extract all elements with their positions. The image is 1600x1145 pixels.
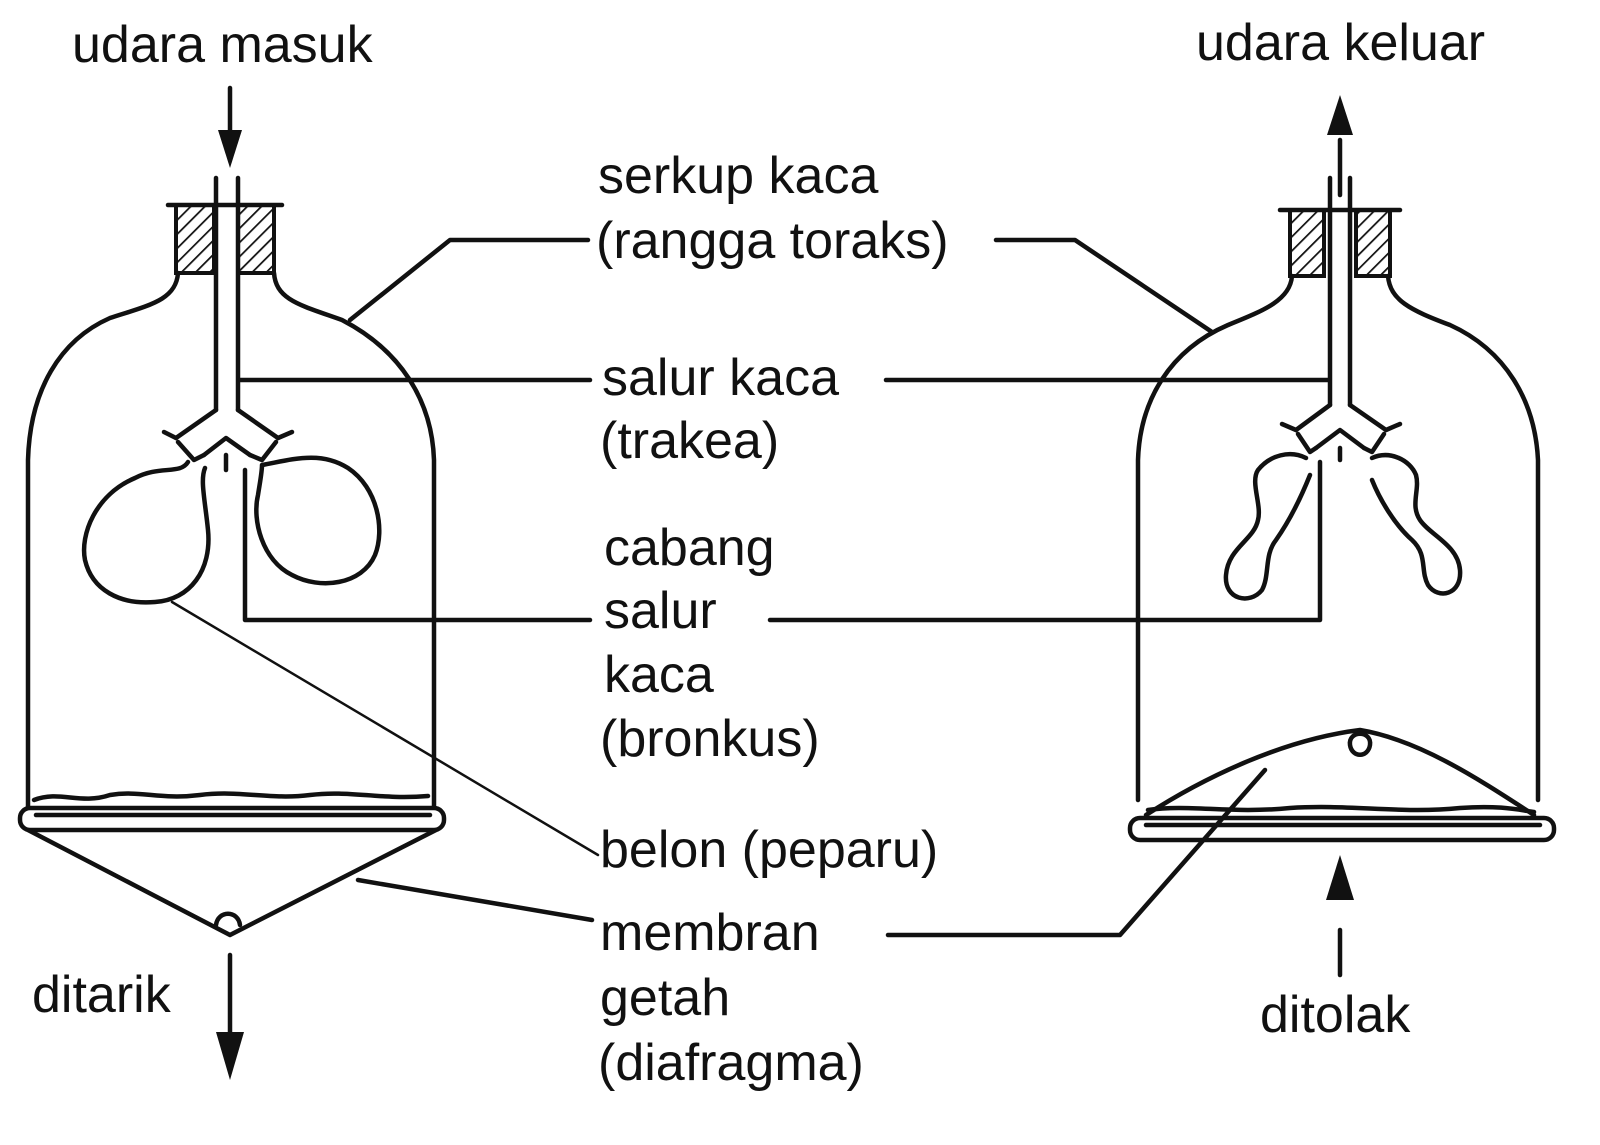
label-glass-tube-line1: salur kaca bbox=[602, 349, 839, 407]
right-diaphragm-membrane bbox=[1143, 727, 1537, 818]
right-bell-jar bbox=[1135, 273, 1541, 803]
label-balloon: belon (peparu) bbox=[600, 821, 938, 879]
label-membrane-line2: getah bbox=[600, 969, 730, 1027]
left-bell-jar bbox=[25, 270, 437, 811]
right-base bbox=[1127, 727, 1557, 843]
air-in-arrow bbox=[218, 85, 242, 168]
label-branch-line1: cabang bbox=[604, 519, 775, 577]
leader-bell-jar-left bbox=[347, 237, 591, 323]
text-labels: udara masuk udara keluar serkup kaca (ra… bbox=[32, 14, 1485, 1092]
label-branch-line4: (bronkus) bbox=[600, 710, 820, 768]
leader-bell-jar-right bbox=[993, 237, 1215, 335]
left-balloon-left bbox=[81, 459, 211, 605]
label-membrane-line3: (diafragma) bbox=[598, 1034, 864, 1092]
left-base bbox=[17, 791, 447, 938]
right-model bbox=[1127, 95, 1557, 978]
right-balloon-left bbox=[1223, 452, 1313, 601]
label-branch-line3: kaca bbox=[604, 646, 714, 704]
label-air-out: udara keluar bbox=[1196, 14, 1485, 72]
left-stopper bbox=[165, 202, 285, 275]
label-branch-line2: salur bbox=[604, 582, 717, 640]
right-balloon-right bbox=[1369, 452, 1463, 596]
label-air-in: udara masuk bbox=[72, 16, 374, 74]
leader-lines bbox=[170, 237, 1331, 938]
leader-balloon bbox=[170, 600, 600, 857]
label-bell-jar-line2: (rangga toraks) bbox=[596, 212, 949, 270]
label-pulled: ditarik bbox=[32, 966, 172, 1024]
label-bell-jar-line1: serkup kaca bbox=[598, 147, 878, 205]
left-balloon-right bbox=[254, 455, 382, 586]
label-membrane-line1: membran bbox=[600, 904, 820, 962]
air-out-arrow bbox=[1327, 95, 1353, 198]
right-stopper bbox=[1277, 207, 1403, 278]
left-trachea bbox=[161, 175, 295, 473]
right-trachea bbox=[1279, 175, 1403, 463]
push-arrow bbox=[1326, 855, 1354, 978]
label-glass-tube-line2: (trakea) bbox=[600, 412, 779, 470]
label-pushed: ditolak bbox=[1260, 986, 1411, 1044]
leader-bronchus-right bbox=[767, 459, 1323, 623]
leader-bronchus-left bbox=[242, 467, 593, 623]
left-model bbox=[17, 85, 447, 1080]
leader-membrane-right bbox=[885, 767, 1268, 938]
pull-arrow bbox=[216, 952, 244, 1080]
leader-membrane-left bbox=[355, 877, 595, 923]
left-diaphragm-membrane bbox=[25, 827, 439, 938]
